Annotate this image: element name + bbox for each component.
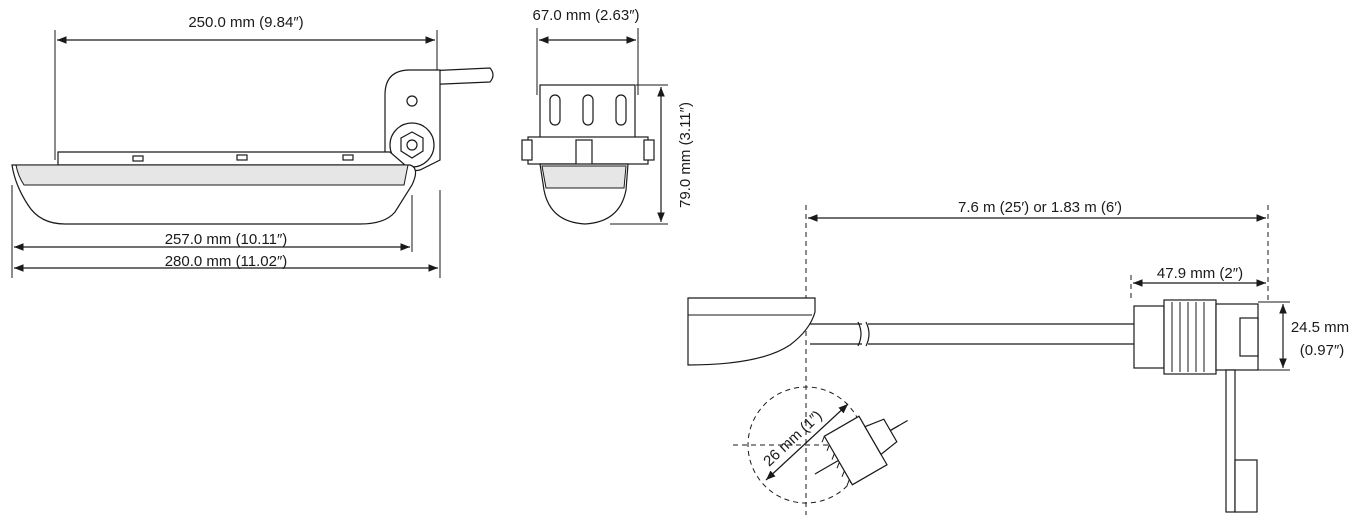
cable-view (687, 205, 1290, 515)
label-connector-diameter-in: (0.97″) (1300, 342, 1345, 359)
label-end-width: 67.0 mm (2.63″) (532, 7, 639, 24)
end-view (521, 28, 668, 225)
label-bottom-length-2: 280.0 mm (11.02″) (165, 253, 288, 270)
side-view (11, 30, 494, 278)
label-bottom-length-1: 257.0 mm (10.11″) (165, 231, 288, 248)
label-connector-length: 47.9 mm (2″) (1157, 265, 1243, 282)
label-connector-diameter-mm: 24.5 mm (1291, 319, 1349, 336)
dim-line-hole-diameter (765, 403, 849, 481)
label-top-length: 250.0 mm (9.84″) (188, 14, 303, 31)
label-hole-diameter: 26 mm (1″) (760, 407, 825, 470)
label-end-height: 79.0 mm (3.11″) (677, 102, 694, 208)
label-cable-length: 7.6 m (25′) or 1.83 m (6′) (958, 199, 1122, 216)
